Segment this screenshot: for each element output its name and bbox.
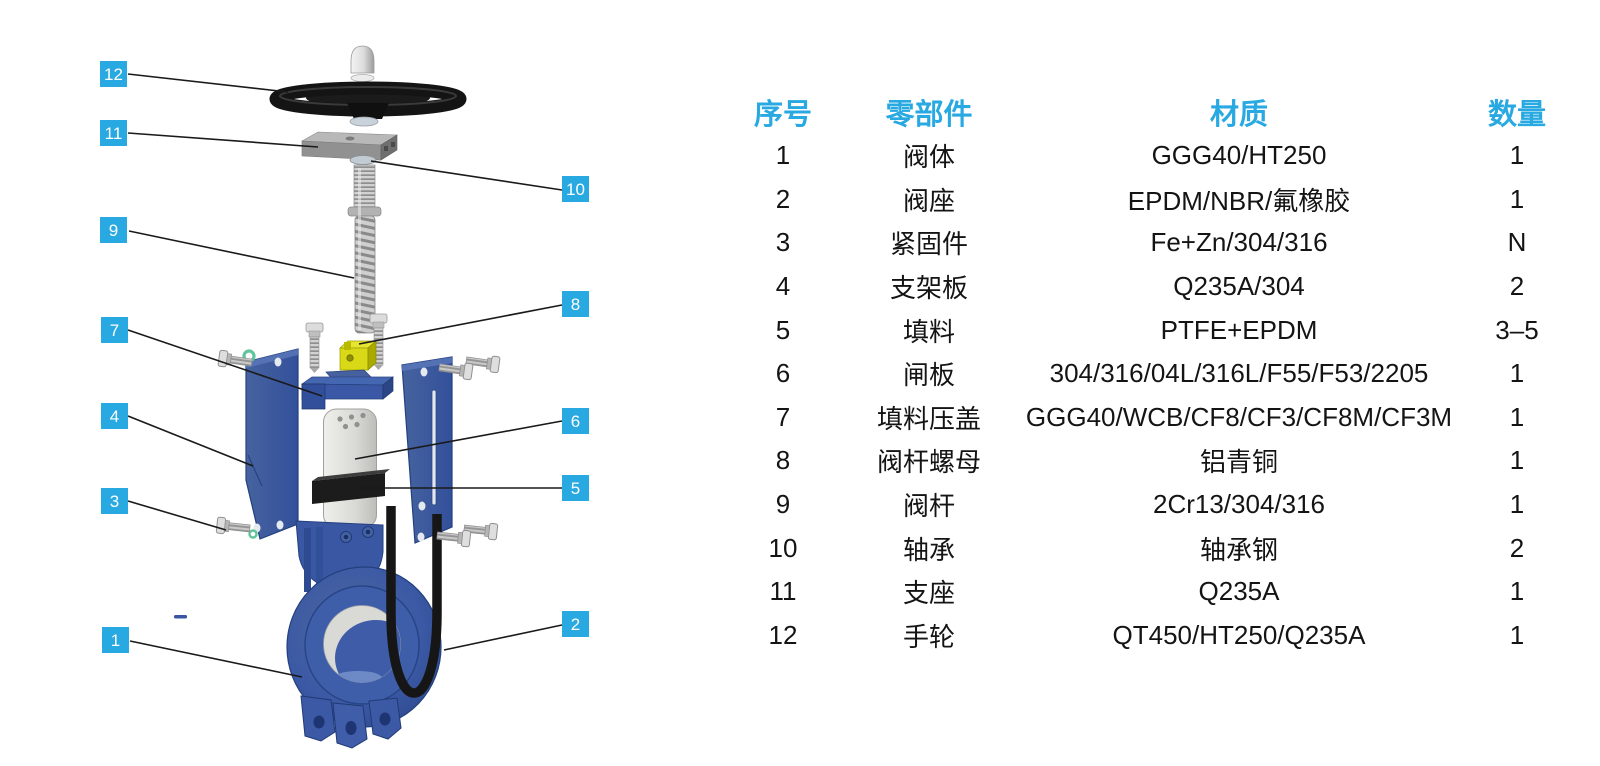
callout-3: 3 [101,488,128,514]
packing-band [312,469,390,504]
cell-no: 8 [775,445,791,476]
table-row: 10 轴承 轴承钢 2 [722,526,1570,570]
cell-part: 紧固件 [889,229,968,260]
cell-no: 2 [775,183,791,214]
cell-qty: 1 [1509,619,1525,650]
cell-qty: 1 [1509,401,1525,432]
table-row: 6 闸板 304/316/04L/316L/F55/F53/2205 1 [722,352,1570,396]
table-row: 1 阀体 GGG40/HT250 1 [722,134,1570,178]
gland-bolt-right [369,313,388,370]
valve-seat [386,506,442,698]
callout-4: 4 [101,403,128,429]
cell-material: Q235A/304 [1173,271,1305,302]
cell-material: GGG40/HT250 [1151,140,1327,171]
callout-5: 5 [562,475,589,501]
header-qty: 数量 [1487,99,1546,131]
callout-7: 7 [101,317,128,343]
cell-material: PTFE+EPDM [1160,314,1318,345]
cell-qty: 1 [1509,183,1525,214]
cell-qty: 2 [1509,532,1525,563]
table-header-row: 序号 零部件 材质 数量 [722,90,1570,134]
cell-qty: 1 [1509,140,1525,171]
callout-8: 8 [562,291,589,317]
gate-plate [323,408,377,529]
cell-material: Fe+Zn/304/316 [1150,227,1328,258]
cell-qty: 3–5 [1495,314,1539,345]
table-row: 12 手轮 QT450/HT250/Q235A 1 [722,614,1570,658]
header-part: 零部件 [885,99,973,131]
cell-no: 11 [769,576,797,607]
cell-no: 10 [768,532,798,563]
gland-bolt-left [305,322,324,373]
valve-feet [300,695,402,749]
callout-2: 2 [562,611,589,637]
callout-9: 9 [100,217,127,243]
table-row: 11 支座 Q235A 1 [722,570,1570,614]
bracket-plate-left [242,348,299,540]
bracket-plate-right [401,356,453,544]
callout-1: 1 [102,627,129,653]
cell-no: 4 [775,271,791,302]
handwheel [269,81,467,127]
cell-material: Q235A [1198,576,1280,607]
cell-material: 轴承钢 [1199,534,1278,565]
callout-6: 6 [562,408,589,434]
cell-no: 7 [775,401,791,432]
cell-qty: 1 [1509,576,1525,607]
table-row: 5 填料 PTFE+EPDM 3–5 [722,308,1570,352]
cell-material: QT450/HT250/Q235A [1112,619,1366,650]
cell-no: 6 [775,358,791,389]
callout-10: 10 [562,176,589,202]
cell-qty: 1 [1509,445,1525,476]
small-mark [174,615,187,619]
table-row: 9 阀杆 2Cr13/304/316 1 [722,483,1570,527]
table-row: 8 阀杆螺母 铝青铜 1 [722,439,1570,483]
cell-qty: 1 [1509,489,1525,520]
cell-material: GGG40/WCB/CF8/CF3/CF8M/CF3M [1025,401,1453,432]
table-row: 3 紧固件 Fe+Zn/304/316 N [722,221,1570,265]
cell-part: 阀杆 [902,491,955,522]
cell-part: 支架板 [889,273,968,304]
table-row: 4 支架板 Q235A/304 2 [722,265,1570,309]
cell-material: 2Cr13/304/316 [1152,489,1326,520]
stem-nut [339,340,377,371]
cell-part: 填料 [902,316,955,347]
cell-qty: 1 [1509,358,1525,389]
support-block [300,131,398,165]
cell-no: 5 [775,314,791,345]
bearing-upper [349,116,379,127]
packing-gland [300,369,394,410]
cell-no: 3 [775,227,791,258]
cell-part: 阀座 [902,185,955,216]
cell-part: 闸板 [902,360,955,391]
table-row: 7 填料压盖 GGG40/WCB/CF8/CF3/CF8M/CF3M 1 [722,396,1570,440]
valve-body [286,520,442,749]
cell-no: 12 [768,619,798,650]
cell-part: 支座 [902,578,955,609]
cell-no: 9 [775,489,791,520]
callout-12: 12 [100,61,127,87]
cell-material: EPDM/NBR/氟橡胶 [1127,185,1351,216]
header-material: 材质 [1209,99,1268,131]
green-washer-bottom [248,529,258,539]
exploded-valve-diagram [127,45,563,749]
cell-part: 轴承 [902,534,955,565]
cell-part: 阀体 [902,142,955,173]
cell-part: 手轮 [902,621,955,652]
cell-material: 铝青铜 [1199,447,1278,478]
bearing-lower [349,155,377,165]
leader-lines [127,73,563,678]
parts-table: 序号 零部件 材质 数量 1 阀体 GGG40/HT250 1 2 阀座 EPD… [722,90,1570,657]
cell-qty: 2 [1509,271,1525,302]
cell-no: 1 [775,140,791,171]
table-row: 2 阀座 EPDM/NBR/氟橡胶 1 [722,178,1570,222]
cell-qty: N [1507,227,1527,258]
header-no: 序号 [753,99,812,131]
cell-material: 304/316/04L/316L/F55/F53/2205 [1049,358,1429,389]
cell-part: 填料压盖 [876,403,981,434]
callout-11: 11 [100,120,127,146]
valve-stem [347,164,382,334]
cell-part: 阀杆螺母 [876,447,981,478]
handwheel-cap-nut [350,45,375,82]
